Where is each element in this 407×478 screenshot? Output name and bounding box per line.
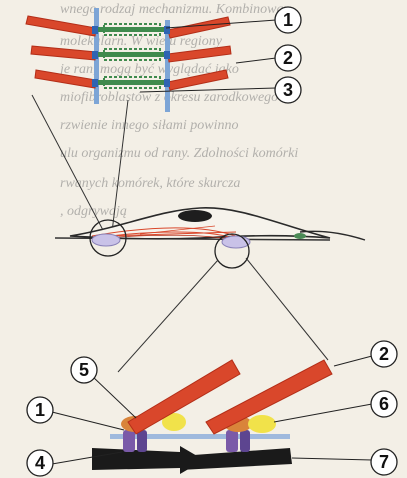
callout-3-top: 3	[275, 77, 301, 103]
myosin-filament	[96, 27, 168, 32]
integrin	[226, 430, 238, 452]
callout-label: 6	[379, 394, 389, 414]
actin-filament	[35, 70, 96, 88]
leader-line	[292, 458, 372, 460]
leader-line	[52, 412, 124, 430]
zoom-line	[112, 100, 128, 232]
integrin	[123, 430, 135, 452]
zoom-line	[118, 260, 218, 372]
callout-label: 2	[283, 48, 293, 68]
myosin-filament	[96, 52, 168, 57]
callout-label: 7	[379, 452, 389, 472]
link-protein	[92, 26, 98, 34]
link-protein	[92, 79, 98, 87]
callout-1-top: 1	[275, 7, 301, 33]
callout-label: 2	[379, 344, 389, 364]
leader-line	[334, 356, 372, 366]
adhesion-marker	[294, 233, 306, 239]
filament-row-2	[31, 46, 231, 62]
leader-line	[274, 404, 372, 422]
focal-adhesion	[92, 234, 120, 246]
callout-label: 5	[79, 360, 89, 380]
leader-line	[236, 58, 276, 63]
adaptor-complex	[248, 415, 276, 433]
myosin-filament	[96, 80, 168, 85]
integrin	[137, 430, 147, 452]
filament-row-3	[35, 70, 228, 90]
callout-label: 4	[35, 453, 45, 473]
integrin	[240, 430, 250, 452]
focal-adhesion-detail	[92, 360, 332, 474]
zoom-line	[32, 95, 104, 232]
link-protein	[164, 79, 170, 87]
callout-6: 6	[371, 391, 397, 417]
leader-line	[92, 376, 136, 418]
callout-2-bottom: 2	[371, 341, 397, 367]
actin-filament	[26, 16, 96, 36]
callout-label: 1	[35, 400, 45, 420]
callout-5: 5	[71, 357, 97, 383]
filament-row-1	[26, 16, 230, 38]
callout-2-top: 2	[275, 45, 301, 71]
zoom-line	[246, 258, 328, 360]
nucleus	[178, 210, 212, 222]
callout-7: 7	[371, 449, 397, 475]
actin-filament	[168, 46, 231, 62]
callout-label: 1	[283, 10, 293, 30]
actin-filament	[31, 46, 96, 60]
stress-fiber-detail	[26, 8, 231, 112]
callout-4: 4	[27, 450, 53, 476]
cell-overview	[32, 95, 365, 372]
link-protein	[164, 51, 170, 59]
link-protein	[92, 51, 98, 59]
callout-1-bottom: 1	[27, 397, 53, 423]
actin-filament	[168, 70, 228, 90]
callout-label: 3	[283, 80, 293, 100]
link-protein	[164, 26, 170, 34]
